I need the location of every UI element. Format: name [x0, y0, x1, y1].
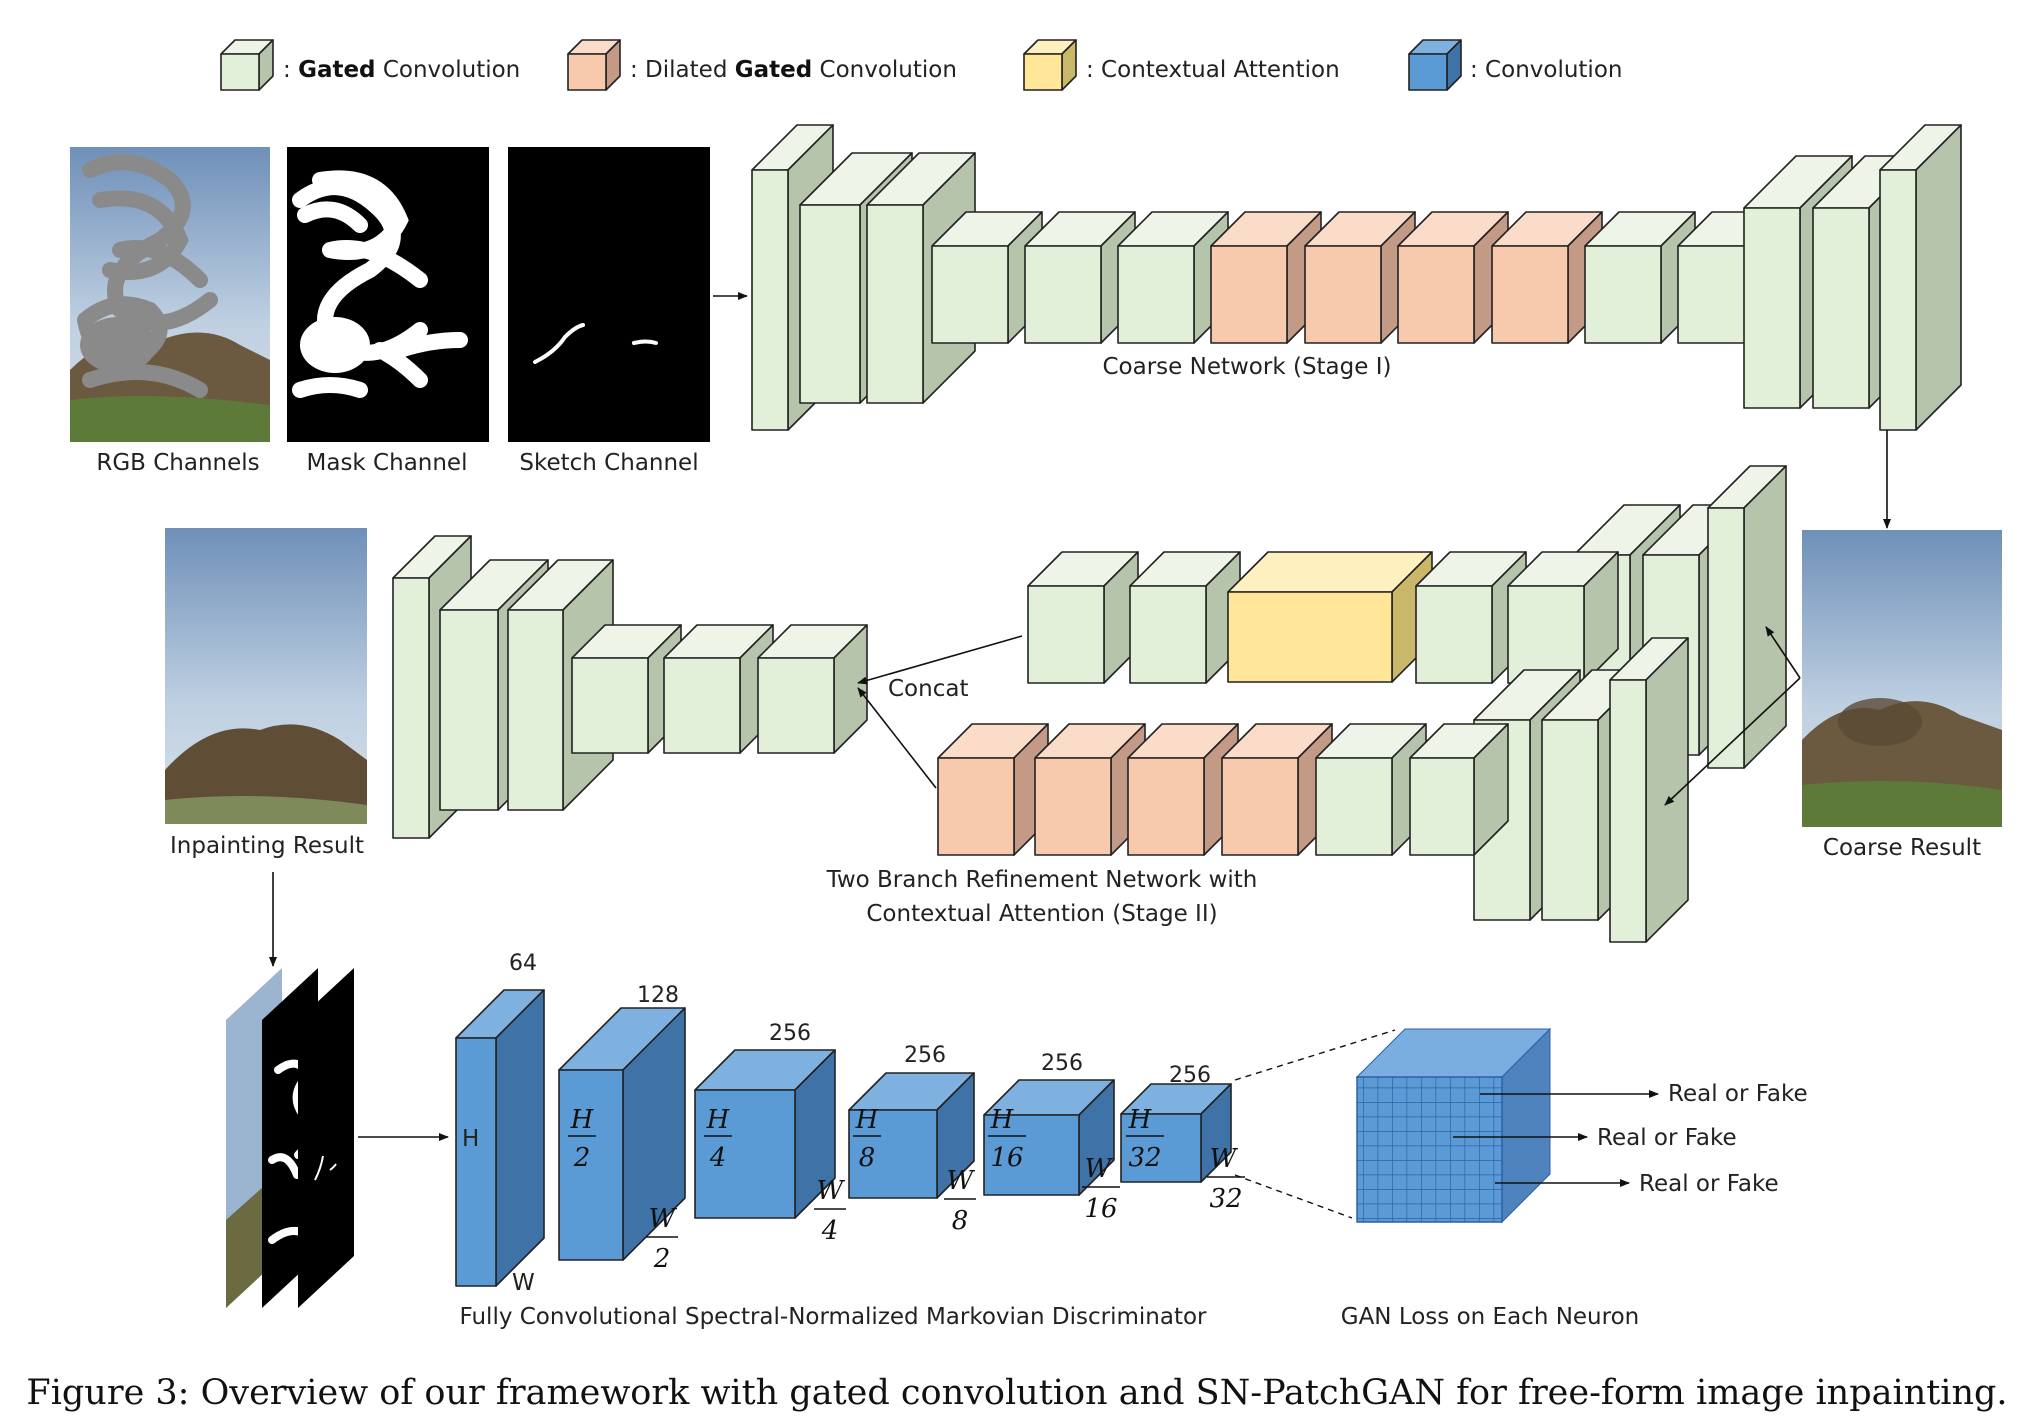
disc-channel-count: 64	[509, 951, 537, 976]
disc-width-numerator: W	[1085, 1154, 1114, 1184]
conv-cube-icon	[1408, 39, 1462, 91]
input-mask-image	[287, 147, 489, 442]
inpainting-result-label: Inpainting Result	[170, 833, 364, 859]
contextual-layer-cube	[1227, 551, 1433, 683]
disc-channel-count: 256	[769, 1021, 811, 1046]
concat-label: Concat	[888, 676, 968, 702]
mask-channel-label: Mask Channel	[307, 450, 468, 476]
gated-layer-cube	[1584, 211, 1696, 344]
legend-conv-cube-icon	[1408, 39, 1462, 91]
disc-conv-layer-1	[455, 989, 545, 1287]
gated-layer-cube	[663, 624, 774, 754]
disc-height-denominator: 4	[709, 1143, 727, 1173]
gated-layer-cube	[1609, 637, 1689, 943]
disc-width-denominator: 2	[653, 1244, 671, 1274]
legend-contextual-label: : Contextual Attention	[1086, 57, 1340, 83]
real-or-fake-label: Real or Fake	[1668, 1081, 1808, 1107]
coarse-network	[751, 124, 1962, 431]
legend: : Gated Convolution : Dilated Gated Conv…	[220, 39, 1622, 91]
disc-height-denominator: 32	[1128, 1143, 1161, 1173]
refinement-label-line-2: Contextual Attention (Stage II)	[866, 901, 1217, 927]
disc-conv-layer-4	[848, 1072, 975, 1199]
sketch-channel-label: Sketch Channel	[519, 450, 698, 476]
disc-width-denominator: 16	[1084, 1194, 1117, 1224]
dilated-layer-cube	[1127, 723, 1239, 856]
coarse-to-branch1-arrow	[1765, 626, 1801, 679]
concat-arrow-bottom	[857, 687, 937, 789]
contextual-cube-icon	[1023, 39, 1077, 91]
gated-layer-cube	[1409, 723, 1509, 856]
gated-layer-cube	[1879, 124, 1962, 431]
disc-height-numerator: H	[1128, 1105, 1153, 1135]
disc-height-denominator: 8	[859, 1143, 876, 1173]
disc-height-numerator: H	[990, 1105, 1015, 1135]
coarse-to-branch2-arrow	[1664, 677, 1801, 806]
legend-dilated-cube-icon	[567, 39, 621, 91]
disc-input-stack	[226, 968, 354, 1308]
disc-conv-layer-3	[694, 1049, 836, 1219]
disc-conv-layer-2	[558, 1007, 686, 1261]
rgb-channels-label: RGB Channels	[96, 450, 259, 476]
dilated-cube-icon	[567, 39, 621, 91]
disc-height-numerator: H	[706, 1105, 731, 1135]
legend-dilated-label: : Dilated Gated Convolution	[630, 57, 957, 83]
disc-width-denominator: 32	[1209, 1184, 1242, 1214]
gated-layer-cube	[757, 624, 868, 754]
disc-width-denominator: 8	[952, 1206, 969, 1236]
inpainting-result-image	[165, 528, 367, 824]
disc-channel-count: 256	[1169, 1063, 1211, 1088]
disc-width-numerator: W	[649, 1204, 678, 1234]
input-rgb-image	[70, 147, 270, 442]
projection-line-bottom	[1234, 1174, 1353, 1219]
gated-cube-icon	[220, 39, 274, 91]
real-or-fake-label: Real or Fake	[1639, 1171, 1779, 1197]
disc-height-denominator: 2	[573, 1143, 591, 1173]
disc-width-denominator: 4	[821, 1216, 839, 1246]
gan-output-grid-cube	[1355, 1027, 1552, 1224]
gated-layer-cube	[1707, 465, 1787, 769]
disc-channel-count: 256	[1041, 1051, 1083, 1076]
dilated-layer-cube	[937, 723, 1049, 856]
gan-loss-label: GAN Loss on Each Neuron	[1341, 1304, 1639, 1330]
projection-line-top	[1234, 1029, 1396, 1081]
disc-conv-layer-6	[1120, 1083, 1232, 1183]
disc-channel-count: 128	[637, 983, 679, 1008]
disc-width-numerator: W	[1210, 1144, 1239, 1174]
legend-gated-label: : Gated Convolution	[283, 57, 520, 83]
legend-gated-cube-icon	[220, 39, 274, 91]
legend-conv-label: : Convolution	[1470, 57, 1622, 83]
disc-width-label: W	[512, 1270, 535, 1296]
disc-conv-layer-5	[983, 1079, 1115, 1196]
refinement-network	[392, 465, 1787, 943]
gated-layer-cube	[1027, 551, 1139, 684]
disc-height-denominator: 16	[990, 1143, 1023, 1173]
refinement-label-line-1: Two Branch Refinement Network with	[826, 867, 1258, 893]
coarse-result-image	[1802, 530, 2002, 827]
input-sketch-image	[508, 147, 710, 442]
gated-layer-cube	[1507, 551, 1619, 684]
coarse-result-label: Coarse Result	[1823, 835, 1981, 861]
discriminator-label: Fully Convolutional Spectral-Normalized …	[460, 1304, 1208, 1330]
disc-channel-count: 256	[904, 1043, 946, 1068]
disc-width-numerator: W	[817, 1176, 846, 1206]
concat-arrow-top	[857, 635, 1023, 685]
disc-height-numerator: H	[570, 1105, 595, 1135]
coarse-network-label: Coarse Network (Stage I)	[1103, 354, 1392, 380]
disc-width-numerator: W	[947, 1166, 976, 1196]
disc-height-label: H	[462, 1126, 479, 1152]
gated-layer-cube	[1129, 551, 1241, 684]
legend-contextual-cube-icon	[1023, 39, 1077, 91]
real-or-fake-label: Real or Fake	[1597, 1125, 1737, 1151]
figure-caption: Figure 3: Overview of our framework with…	[26, 1373, 2007, 1413]
disc-height-numerator: H	[855, 1105, 880, 1135]
